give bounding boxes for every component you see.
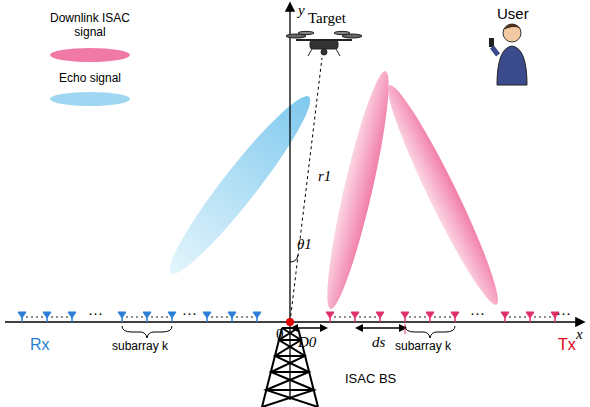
axis-label: y	[298, 2, 305, 19]
user-label: User	[497, 6, 529, 23]
ellipsis: ···	[470, 306, 485, 323]
ellipsis: ···	[556, 306, 571, 323]
ellipsis: ···	[182, 306, 197, 323]
axis-label: x	[576, 326, 583, 343]
angle-label: θ1	[297, 236, 312, 253]
dimension-label: ds	[372, 334, 385, 351]
legend-text: Echo signal	[40, 72, 140, 86]
bs-label: ISAC BS	[345, 372, 396, 386]
subarray-label: subarray k	[395, 340, 451, 353]
tx-label: Tx	[558, 336, 576, 354]
subarray-label: subarray k	[112, 340, 168, 353]
target-label: Target	[308, 10, 346, 27]
range-label: r1	[318, 168, 331, 185]
legend-text: Downlink ISAC signal	[40, 12, 140, 40]
rx-label: Rx	[30, 336, 50, 354]
dimension-label: D0	[298, 334, 316, 351]
ellipsis: ···	[88, 306, 103, 323]
origin-label: 0	[276, 326, 284, 343]
legend-swatch	[50, 48, 130, 62]
legend-swatch	[50, 92, 130, 106]
